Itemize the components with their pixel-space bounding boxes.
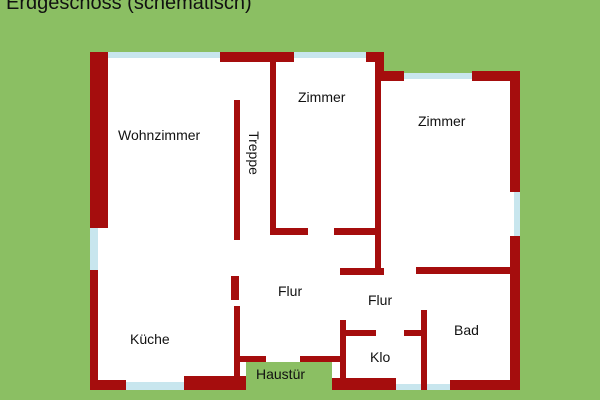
front-door-opening — [246, 362, 332, 390]
wall-interior — [340, 320, 346, 380]
wall-interior — [452, 380, 458, 390]
room-label-flur-right: Flur — [368, 292, 393, 308]
wall-exterior — [90, 52, 108, 228]
room-label-klo: Klo — [370, 349, 391, 365]
wall-exterior — [332, 378, 396, 390]
wall-exterior — [220, 52, 294, 62]
wall-interior — [236, 356, 266, 362]
room-label-zimmer-left: Zimmer — [298, 89, 346, 105]
wall-interior — [421, 310, 427, 390]
wall-interior — [334, 228, 378, 235]
window-east — [514, 192, 520, 236]
wall-interior — [404, 330, 424, 336]
wall-exterior — [375, 71, 404, 81]
wall-exterior — [90, 270, 98, 390]
wall-exterior — [510, 71, 520, 192]
wall-exterior — [510, 236, 520, 390]
wall-interior — [416, 267, 514, 274]
room-label-zimmer-right: Zimmer — [418, 113, 466, 129]
room-label-kueche: Küche — [130, 331, 170, 347]
window-kueche — [126, 382, 184, 390]
room-label-bad: Bad — [454, 322, 479, 338]
window-wohnzimmer — [108, 52, 220, 58]
room-label-flur-left: Flur — [278, 283, 303, 299]
front-door-label: Haustür — [256, 366, 306, 382]
wall-interior — [234, 100, 240, 240]
wall-exterior — [472, 71, 520, 81]
window-west — [90, 228, 98, 270]
wall-interior — [270, 228, 308, 235]
wall-interior — [270, 52, 276, 228]
room-label-wohnzimmer: Wohnzimmer — [118, 127, 201, 143]
wall-interior — [300, 356, 340, 362]
window-zimmer-right — [404, 73, 472, 79]
page-title: Erdgeschoss (schematisch) — [6, 0, 252, 14]
wall-interior — [340, 268, 384, 275]
wall-exterior — [450, 380, 520, 390]
wall-interior — [340, 330, 376, 336]
wall-interior — [234, 306, 240, 384]
wall-interior — [231, 276, 239, 300]
wall-exterior — [184, 376, 246, 390]
walls — [90, 52, 520, 390]
wall-exterior — [90, 380, 126, 390]
room-label-treppe: Treppe — [245, 131, 262, 175]
window-zimmer-left — [294, 52, 366, 58]
wall-interior — [375, 52, 381, 274]
